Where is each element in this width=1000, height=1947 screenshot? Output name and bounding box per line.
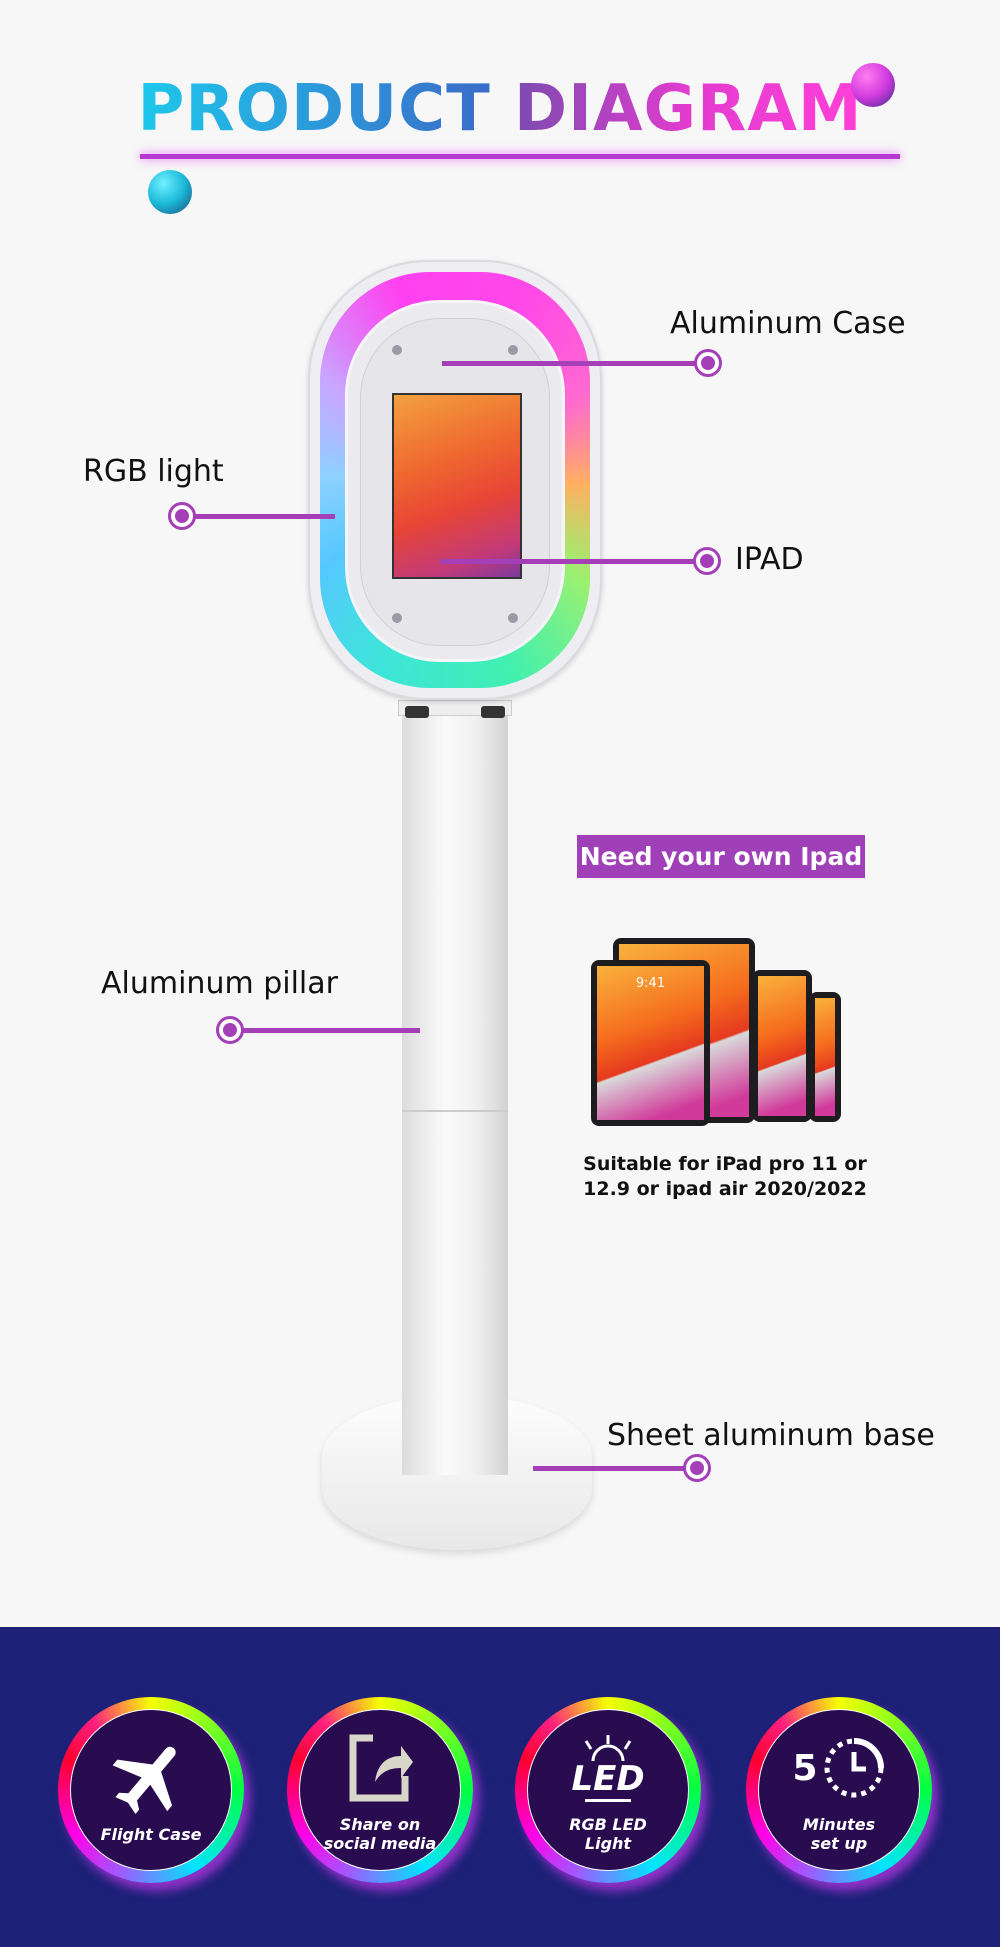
- screw: [508, 345, 518, 355]
- label-rgb-light: RGB light: [83, 454, 224, 489]
- callout-dot: [683, 1454, 711, 1482]
- page-title: PRODUCT DIAGRAM: [137, 72, 863, 146]
- cyan-ball-decoration: [148, 170, 192, 214]
- label-aluminum-pillar: Aluminum pillar: [101, 966, 338, 1001]
- callout-dot: [216, 1016, 244, 1044]
- screw: [392, 345, 402, 355]
- pillar-joint: [402, 1110, 508, 1112]
- feature-flight-case: Flight Case: [58, 1697, 244, 1883]
- callout-line: [442, 361, 708, 366]
- ipad-clock: 9:41: [635, 976, 666, 991]
- need-own-ipad-badge: Need your own Ipad: [577, 835, 865, 878]
- airplane-icon: [106, 1737, 196, 1819]
- callout-dot: [693, 547, 721, 575]
- screw: [392, 613, 402, 623]
- screw: [508, 613, 518, 623]
- timer-icon: 5: [792, 1727, 885, 1809]
- knob: [405, 706, 429, 718]
- callout-line: [440, 559, 707, 564]
- share-icon: [345, 1727, 415, 1809]
- pink-ball-decoration: [851, 63, 895, 107]
- title-underline: [140, 154, 900, 159]
- label-sheet-base: Sheet aluminum base: [607, 1418, 935, 1453]
- callout-line: [182, 514, 335, 519]
- led-icon: LED: [571, 1727, 645, 1809]
- callout-line: [533, 1466, 697, 1471]
- callout-dot: [168, 502, 196, 530]
- knob: [481, 706, 505, 718]
- label-ipad: IPAD: [735, 542, 804, 577]
- ipad-image: 9:41: [591, 960, 710, 1126]
- kiosk-pillar: [402, 712, 508, 1475]
- ipad-image: [809, 992, 841, 1122]
- label-aluminum-case: Aluminum Case: [670, 306, 906, 341]
- ipad-screen: [392, 393, 522, 579]
- ipad-image: [752, 970, 812, 1122]
- callout-dot: [694, 349, 722, 377]
- callout-line: [230, 1028, 420, 1033]
